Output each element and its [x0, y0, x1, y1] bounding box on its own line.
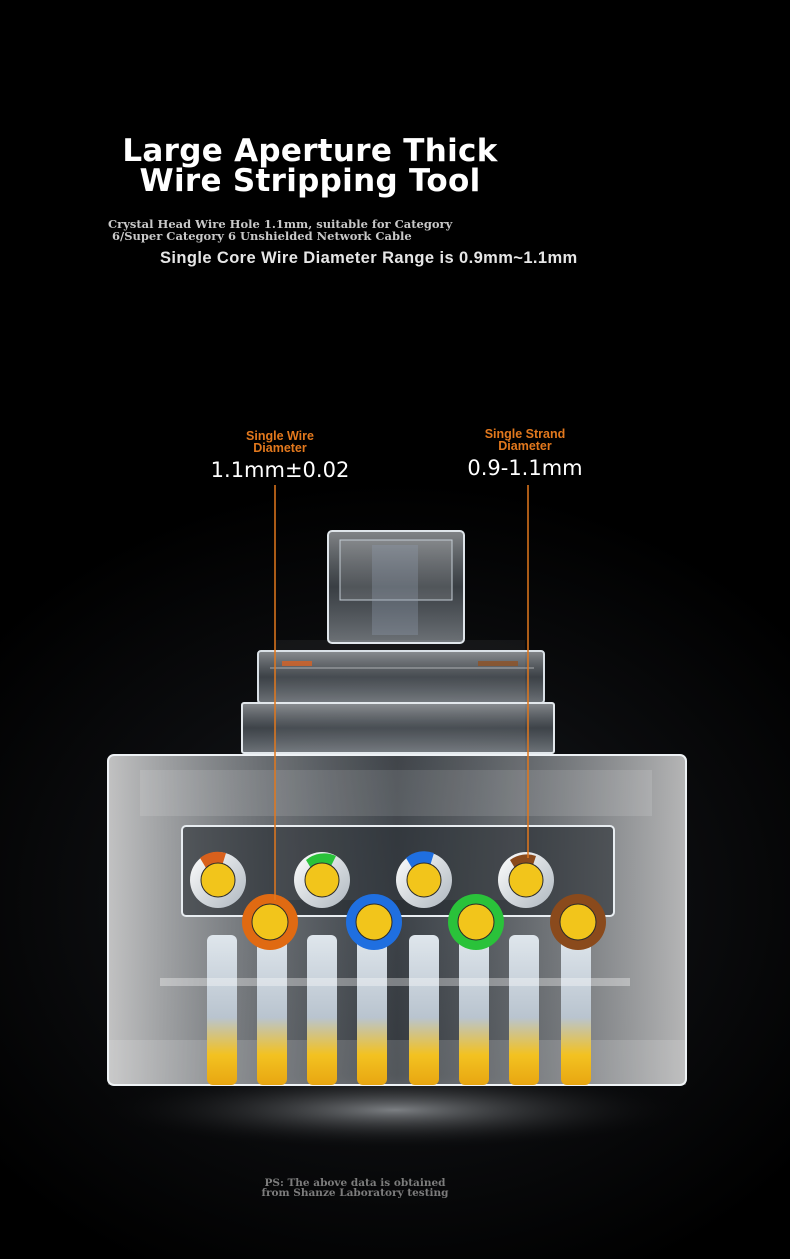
footnote-line-2: from Shanze Laboratory testing — [261, 1187, 449, 1199]
footnote-line-1: PS: The above data is obtained — [264, 1177, 446, 1189]
footnote: PS: The above data is obtained from Shan… — [250, 1177, 460, 1199]
subheading-line-2: 6/Super Category 6 Unshielded Network Ca… — [112, 229, 412, 243]
callout-label: Single Wire — [246, 429, 314, 443]
callout-label: Diameter — [253, 441, 307, 455]
callout-value: 1.1mm±0.02 — [210, 458, 350, 482]
heading-line-2: Wire Stripping Tool — [139, 163, 481, 199]
callout-single-strand: Single Strand Diameter 0.9-1.1mm — [455, 428, 595, 480]
heading-line-1: Large Aperture Thick — [122, 133, 498, 169]
callout-value: 0.9-1.1mm — [467, 456, 583, 480]
subheading-line-1: Crystal Head Wire Hole 1.1mm, suitable f… — [108, 217, 453, 231]
callout-single-wire: Single Wire Diameter 1.1mm±0.02 — [205, 430, 355, 482]
range-text: Single Core Wire Diameter Range is 0.9mm… — [160, 249, 578, 267]
callout-label: Diameter — [498, 439, 552, 453]
callout-label: Single Strand — [484, 427, 566, 441]
